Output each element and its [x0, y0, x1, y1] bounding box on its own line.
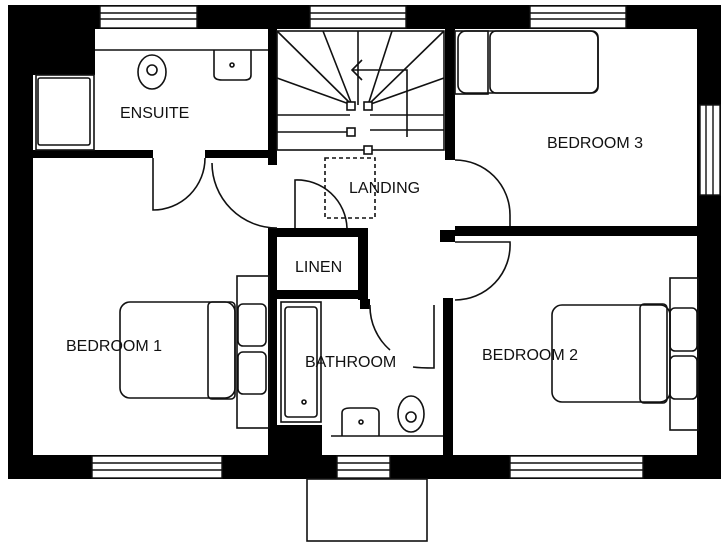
room-label-landing: LANDING: [349, 180, 420, 197]
window: [699, 104, 721, 196]
ensuite-toilet: [137, 54, 167, 90]
window: [99, 5, 198, 29]
bath: [280, 301, 322, 423]
bed-3: [454, 30, 599, 95]
shower-tray: [35, 74, 95, 151]
bathroom-toilet: [397, 395, 425, 433]
fixtures: [35, 30, 699, 437]
window: [336, 455, 391, 479]
window: [91, 455, 223, 479]
bed-1: [119, 275, 270, 429]
bed-2: [551, 277, 699, 431]
windows: [91, 5, 721, 479]
window: [529, 5, 627, 29]
porch-canopy: [306, 478, 428, 542]
window: [309, 5, 407, 29]
internal-walls: [33, 28, 697, 455]
stair-direction-arrow: [352, 69, 408, 137]
loft-hatch: [324, 157, 376, 219]
ensuite-basin: [213, 50, 252, 81]
room-label-bedroom-2: BEDROOM 2: [482, 347, 578, 364]
staircase: [276, 30, 445, 219]
doors: [152, 157, 511, 369]
room-label-bedroom-1: BEDROOM 1: [66, 338, 162, 355]
room-label-linen: LINEN: [295, 259, 342, 276]
room-label-ensuite: ENSUITE: [120, 105, 189, 122]
window: [509, 455, 644, 479]
bathroom-basin: [341, 407, 380, 436]
room-label-bathroom: BATHROOM: [305, 354, 396, 371]
room-label-bedroom-3: BEDROOM 3: [547, 135, 643, 152]
